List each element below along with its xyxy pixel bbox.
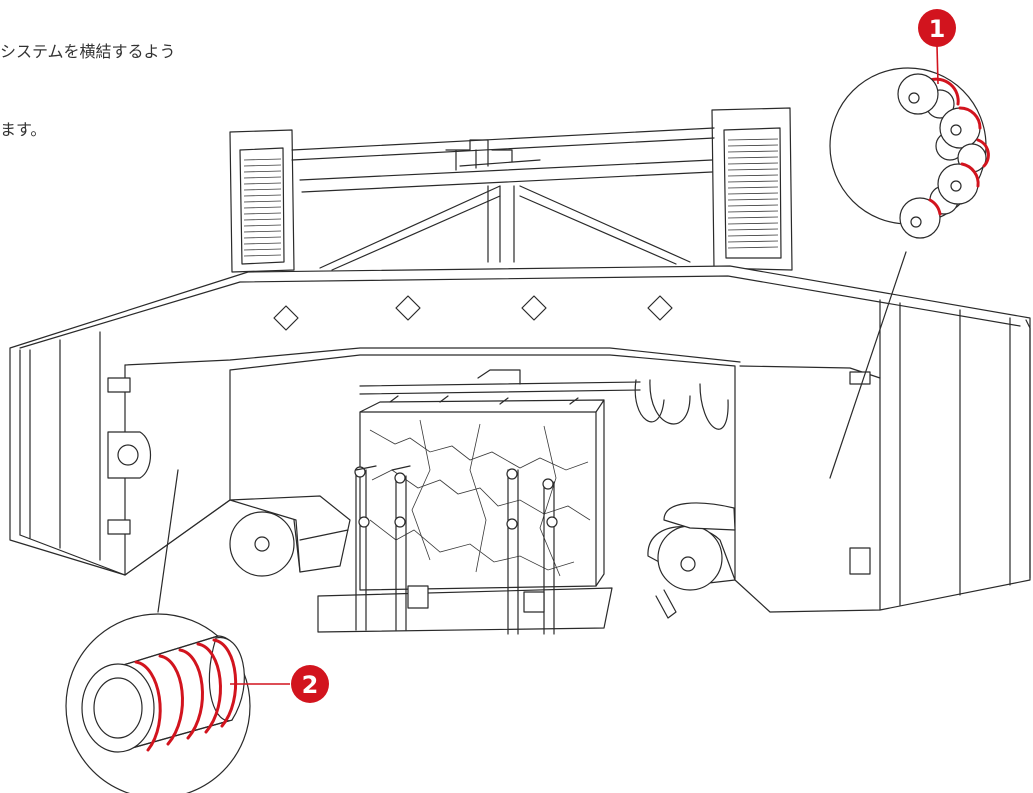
callout-number-2: 2 (302, 671, 319, 699)
upper-frame (229, 107, 793, 273)
pulley-rollers (897, 73, 990, 239)
callout-badge-2: 2 (291, 665, 329, 703)
grooved-roller (81, 635, 245, 753)
detail-2-roller: 2 (65, 469, 329, 793)
caption-line-1: システムを横結するよう (0, 42, 176, 61)
interior (359, 369, 729, 430)
callout-badge-1: 1 (918, 9, 956, 47)
callout-number-1: 1 (929, 15, 946, 43)
main-housing (9, 265, 1031, 613)
caption-text: システムを横結するよう ます。 (0, 0, 300, 169)
stone-block (317, 399, 613, 635)
caption-line-2: ます。 (0, 120, 47, 139)
rollers (229, 495, 736, 619)
detail-1-pulleys: 1 (829, 9, 990, 479)
